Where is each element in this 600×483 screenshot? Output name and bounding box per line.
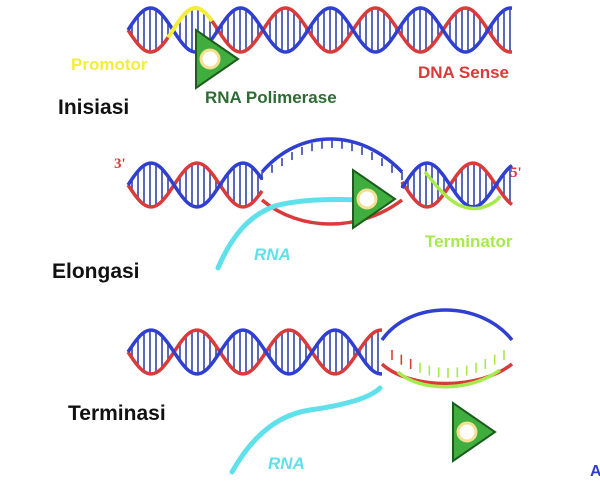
termination-bubble-bases bbox=[391, 350, 505, 378]
dna-sense-label: DNA Sense bbox=[418, 63, 509, 82]
termination-strand-blue bbox=[126, 328, 382, 376]
promotor-segment bbox=[166, 5, 214, 39]
terminator-segment bbox=[423, 170, 502, 211]
stage-title-inisiasi: Inisiasi bbox=[58, 96, 129, 119]
initiation-strand-blue bbox=[126, 6, 513, 54]
elongation-template-strand bbox=[260, 198, 404, 226]
stage-title-elongasi: Elongasi bbox=[52, 260, 140, 283]
corner-mark: A bbox=[590, 463, 600, 480]
rna-label-termination: RNA bbox=[268, 454, 305, 473]
initiation-base-pairs bbox=[131, 8, 511, 52]
released-rna-polymerase bbox=[452, 401, 497, 463]
initiation-dna-helix bbox=[126, 5, 513, 54]
promotor-label: Promotor bbox=[71, 55, 148, 74]
termination-transcription-bubble bbox=[380, 308, 514, 342]
elongation-strand-red bbox=[126, 161, 514, 209]
rna-label-elongation: RNA bbox=[254, 245, 291, 264]
termination-dna-helix bbox=[126, 308, 514, 475]
polymerase-active-site bbox=[456, 421, 478, 443]
elongation-rna-polymerase bbox=[352, 168, 397, 230]
elongation-strand-blue bbox=[126, 161, 514, 209]
termination-base-pairs bbox=[131, 330, 379, 374]
terminator-label: Terminator bbox=[425, 232, 513, 251]
rna-polimerase-label: RNA Polimerase bbox=[205, 88, 337, 107]
three-prime-label: 3' bbox=[114, 156, 126, 172]
five-prime-label: 5' bbox=[510, 165, 522, 181]
polymerase-active-site bbox=[356, 188, 378, 210]
stage-title-terminasi: Terminasi bbox=[68, 402, 166, 425]
termination-terminator-segment bbox=[396, 368, 502, 389]
elongation-bubble-bases bbox=[261, 140, 403, 180]
elongation-transcription-bubble bbox=[260, 137, 404, 174]
released-rna-strand bbox=[229, 385, 383, 475]
elongation-dna-helix bbox=[126, 137, 514, 271]
polymerase-active-site bbox=[199, 48, 221, 70]
elongation-rna-strand bbox=[215, 197, 363, 271]
initiation-rna-polymerase bbox=[195, 28, 240, 90]
termination-strand-red bbox=[126, 328, 382, 376]
